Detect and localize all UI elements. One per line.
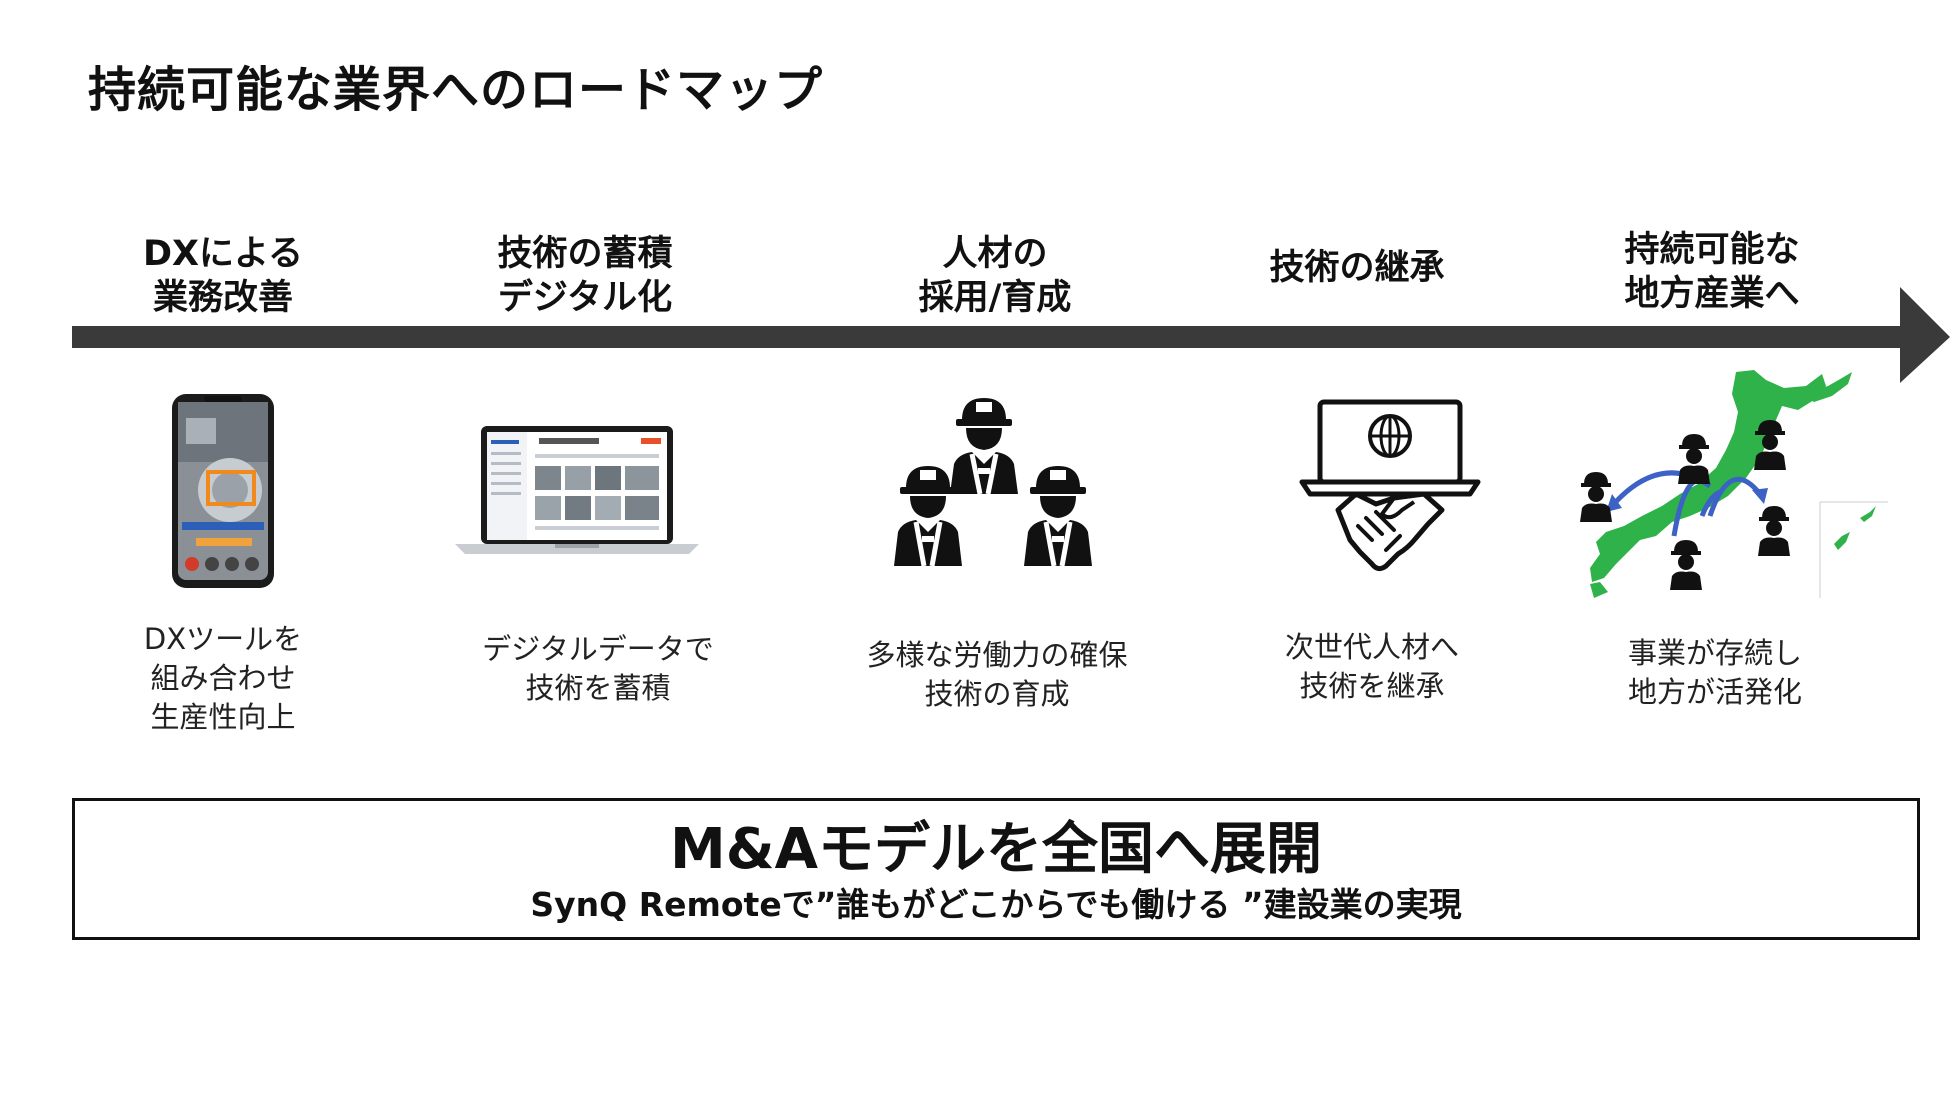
laptop-dashboard-icon [455, 424, 699, 560]
stage-desc-sustainable: 事業が存続し地方が活発化 [1627, 636, 1802, 709]
timeline-arrow [72, 283, 1950, 389]
banner-title: M&Aモデルを全国へ展開 [670, 817, 1322, 882]
stage-desc-digitization: デジタルデータで技術を蓄積 [482, 632, 714, 705]
stage-heading-talent: 人材の採用/育成 [918, 234, 1072, 318]
stage-heading-digitization: 技術の蓄積デジタル化 [497, 234, 673, 318]
stage-heading-succession: 技術の継承 [1269, 248, 1445, 288]
vision-banner: M&Aモデルを全国へ展開 SynQ Remoteで”誰もがどこからでも働ける ”… [72, 798, 1920, 940]
stage-desc-succession: 次世代人材へ技術を継承 [1284, 630, 1459, 703]
stage-heading-dx: DXによる業務改善 [143, 234, 303, 318]
construction-workers-icon [890, 394, 1098, 572]
smartphone-ar-app-icon [168, 392, 278, 594]
page-title: 持続可能な業界へのロードマップ [88, 62, 824, 118]
stage-heading-sustainable: 持続可能な地方産業へ [1624, 230, 1800, 314]
stage-desc-talent: 多様な労働力の確保技術の育成 [866, 638, 1128, 711]
japan-map-workers-icon [1570, 366, 1888, 602]
laptop-handshake-icon [1298, 398, 1482, 582]
stage-desc-dx: DXツールを組み合わせ生産性向上 [143, 622, 303, 734]
banner-subtitle: SynQ Remoteで”誰もがどこからでも働ける ”建設業の実現 [530, 885, 1462, 924]
